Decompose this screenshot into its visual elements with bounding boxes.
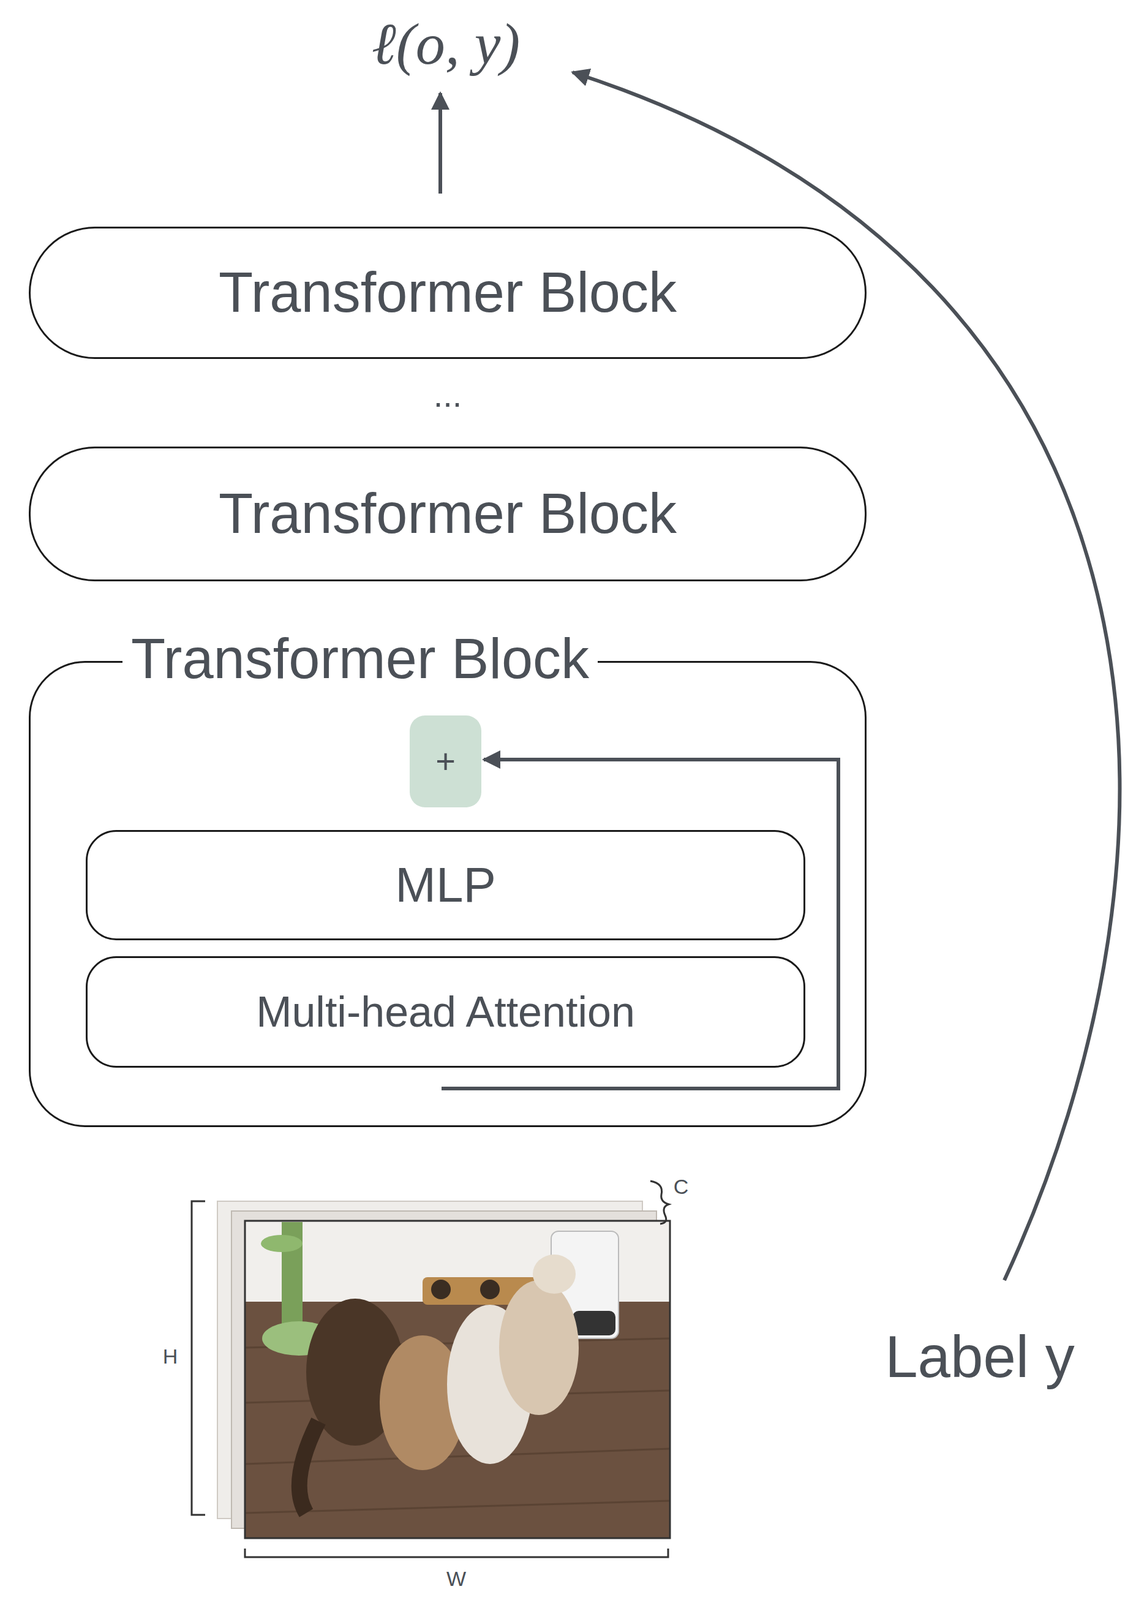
mlp-box: MLP: [85, 829, 806, 941]
box-label: Transformer Block: [218, 261, 677, 324]
box-label: MLP: [394, 857, 497, 912]
dimension-label: W: [446, 1567, 467, 1590]
transformer-block: Transformer Block: [28, 226, 867, 359]
box-label: Multi-head Attention: [255, 988, 636, 1036]
attention-box: Multi-head Attention: [85, 955, 806, 1068]
box-label: Transformer Block: [218, 482, 677, 545]
dimension-label: H: [162, 1344, 179, 1368]
transformer-block: Transformer Block: [28, 446, 867, 582]
residual-add: +: [409, 715, 482, 808]
label-caption: Label y: [884, 1324, 1075, 1389]
height-bracket: [191, 1200, 206, 1515]
output-arrow: [438, 93, 443, 194]
block-heading: Transformer Block: [122, 627, 598, 690]
dimension-label: C: [673, 1175, 689, 1198]
input-image: [217, 1200, 670, 1538]
box-label: +: [435, 742, 456, 781]
ellipsis: ...: [433, 376, 463, 414]
transformer-block-expanded: Transformer Block+MLPMulti-head Attentio…: [28, 660, 867, 1127]
loss-formula: ℓ(o, y): [371, 11, 521, 77]
channel-bracket: [650, 1180, 669, 1224]
width-bracket: [244, 1548, 669, 1557]
